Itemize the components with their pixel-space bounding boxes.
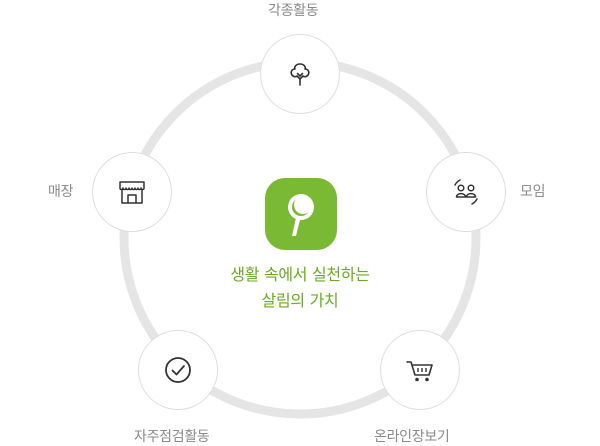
node-self-check[interactable] [138, 330, 218, 410]
center-tagline: 생활 속에서 실천하는 살림의 가치 [200, 262, 400, 314]
check-circle-icon [165, 357, 191, 383]
people-exchange-icon [454, 179, 478, 205]
label-activities: 각종활동 [268, 3, 319, 19]
node-meeting[interactable] [426, 152, 506, 232]
shopping-cart-icon [406, 361, 433, 382]
label-online-shopping: 온라인장보기 [374, 429, 450, 445]
node-online-shopping[interactable] [380, 330, 460, 410]
node-store[interactable] [92, 152, 172, 232]
label-self-check: 자주점검활동 [134, 429, 210, 445]
storefront-icon [119, 181, 145, 204]
node-activities[interactable] [260, 34, 340, 114]
center-tagline-line2: 살림의 가치 [261, 291, 339, 310]
tree-icon [290, 63, 310, 86]
sprout-leaf-icon [265, 178, 337, 250]
center-tagline-line1: 생활 속에서 실천하는 [230, 265, 370, 284]
label-meeting: 모임 [520, 184, 546, 200]
label-store: 매장 [48, 184, 74, 200]
